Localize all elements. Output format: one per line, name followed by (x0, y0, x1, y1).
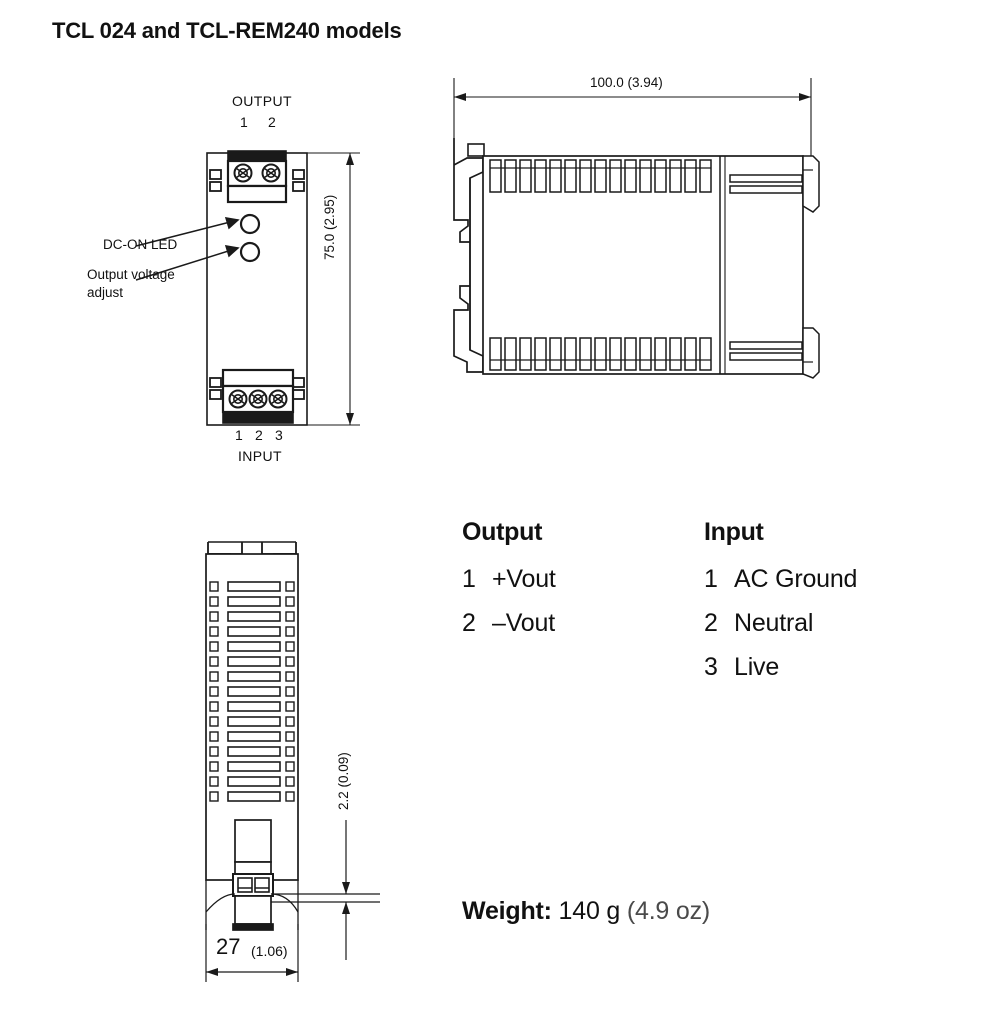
dc-on-led-label: DC-ON LED (103, 237, 178, 252)
output-legend-row: 2 –Vout (462, 601, 704, 645)
front-height-dimension-label: 75.0 (2.95) (322, 194, 337, 260)
front-view-drawing: OUTPUT 1 2 1 2 3 INPUT DC-ON LED Output … (60, 90, 390, 490)
output-voltage-adjust-label-line2: adjust (87, 285, 124, 300)
bottom-gap-dimension (342, 820, 350, 960)
input-legend-row: 3 Live (704, 645, 942, 689)
input-legend-heading: Input (704, 518, 764, 546)
side-terminal-top (729, 155, 820, 213)
bottom-gap-dimension-label: 2.2 (0.09) (336, 752, 351, 810)
weight-line: Weight: 140 g (4.9 oz) (462, 897, 710, 926)
output-legend-num: 1 (462, 565, 476, 593)
side-vents-bottom (489, 337, 712, 371)
input-legend-text: Live (734, 653, 780, 681)
terminal-legend: Output 1 +Vout 2 –Vout Input 1 AC Ground… (462, 518, 942, 689)
input-legend-column: Input 1 AC Ground 2 Neutral 3 Live (704, 518, 942, 689)
output-voltage-adjust-circle (239, 241, 261, 263)
front-left-tabs (209, 169, 222, 400)
din-rail-clip-profile (453, 138, 485, 373)
bottom-width-dimension-value: 27 (216, 934, 241, 959)
bottom-vents-center (227, 581, 281, 802)
output-terminal-block (226, 150, 288, 204)
bottom-width-dimension (205, 924, 299, 982)
output-legend-row: 1 +Vout (462, 557, 704, 601)
weight-value: 140 g (558, 897, 621, 925)
input-terminal-label: INPUT (238, 448, 282, 464)
front-height-dimension (307, 152, 360, 426)
front-view-svg (135, 150, 360, 426)
output-voltage-adjust-label-line1: Output voltage (87, 267, 175, 282)
output-legend-text: –Vout (492, 609, 555, 637)
input-screw-heads (228, 389, 288, 409)
bottom-vents-side (209, 581, 295, 802)
side-view-svg (453, 78, 820, 379)
bottom-width-dimension-inch: (1.06) (251, 943, 288, 959)
din-clip-tab (467, 143, 485, 157)
output-screw-heads (233, 163, 281, 183)
input-legend-num: 2 (704, 609, 718, 637)
input-legend-text: Neutral (734, 609, 814, 637)
side-vents-top (489, 159, 712, 193)
input-legend-num: 3 (704, 653, 718, 681)
output-legend-column: Output 1 +Vout 2 –Vout (462, 518, 704, 689)
front-callout-leaders (135, 217, 240, 281)
input-legend-num: 1 (704, 565, 718, 593)
input-terminal-block (221, 368, 295, 424)
bottom-view-drawing: 2.2 (0.09) 27 (1.06) (150, 520, 420, 1010)
input-legend-row: 2 Neutral (704, 601, 942, 645)
weight-label: Weight: (462, 897, 552, 925)
output-pin-1: 1 (240, 114, 248, 130)
output-terminal-label: OUTPUT (232, 93, 292, 109)
input-pin-1: 1 (235, 427, 243, 443)
input-legend-row: 1 AC Ground (704, 557, 942, 601)
front-indicator-circles (239, 213, 261, 263)
input-legend-text: AC Ground (734, 565, 858, 593)
output-legend-heading: Output (462, 518, 543, 546)
output-legend-text: +Vout (492, 565, 556, 593)
output-pin-2: 2 (268, 114, 276, 130)
weight-unit: (4.9 oz) (626, 897, 711, 925)
input-pin-2: 2 (255, 427, 263, 443)
side-view-drawing: 100.0 (3.94) (430, 60, 860, 470)
side-length-dimension (453, 78, 812, 160)
bottom-view-svg (205, 541, 380, 982)
input-pin-3: 3 (275, 427, 283, 443)
side-length-dimension-label: 100.0 (3.94) (590, 75, 663, 90)
output-legend-num: 2 (462, 609, 476, 637)
dc-on-led-circle (239, 213, 261, 235)
side-terminal-bottom (729, 327, 820, 379)
bottom-terminal-block (232, 819, 274, 931)
page-title: TCL 024 and TCL-REM240 models (52, 18, 402, 43)
bottom-break-line (205, 880, 380, 930)
